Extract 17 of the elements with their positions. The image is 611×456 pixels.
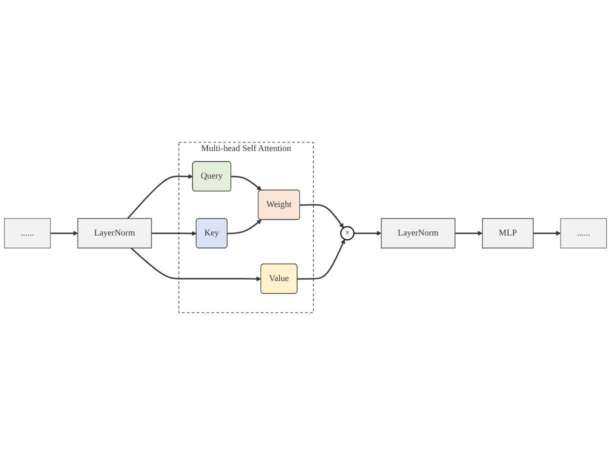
arrow bbox=[130, 248, 262, 282]
node-box: MLP bbox=[482, 218, 534, 249]
arrow bbox=[127, 174, 194, 220]
arrow bbox=[151, 232, 197, 236]
arrow bbox=[231, 176, 262, 191]
arrow bbox=[533, 231, 561, 236]
arrow bbox=[455, 231, 483, 236]
node-box: LayerNorm bbox=[380, 218, 456, 249]
arrow bbox=[227, 220, 262, 235]
arrow bbox=[300, 204, 344, 229]
arrow bbox=[354, 231, 382, 236]
arrow bbox=[50, 231, 78, 236]
node-box: ...... bbox=[560, 218, 607, 249]
arrow bbox=[297, 240, 346, 280]
node-circle: × bbox=[340, 226, 354, 241]
node-box: LayerNorm bbox=[77, 218, 152, 249]
node-box: ...... bbox=[4, 218, 51, 249]
